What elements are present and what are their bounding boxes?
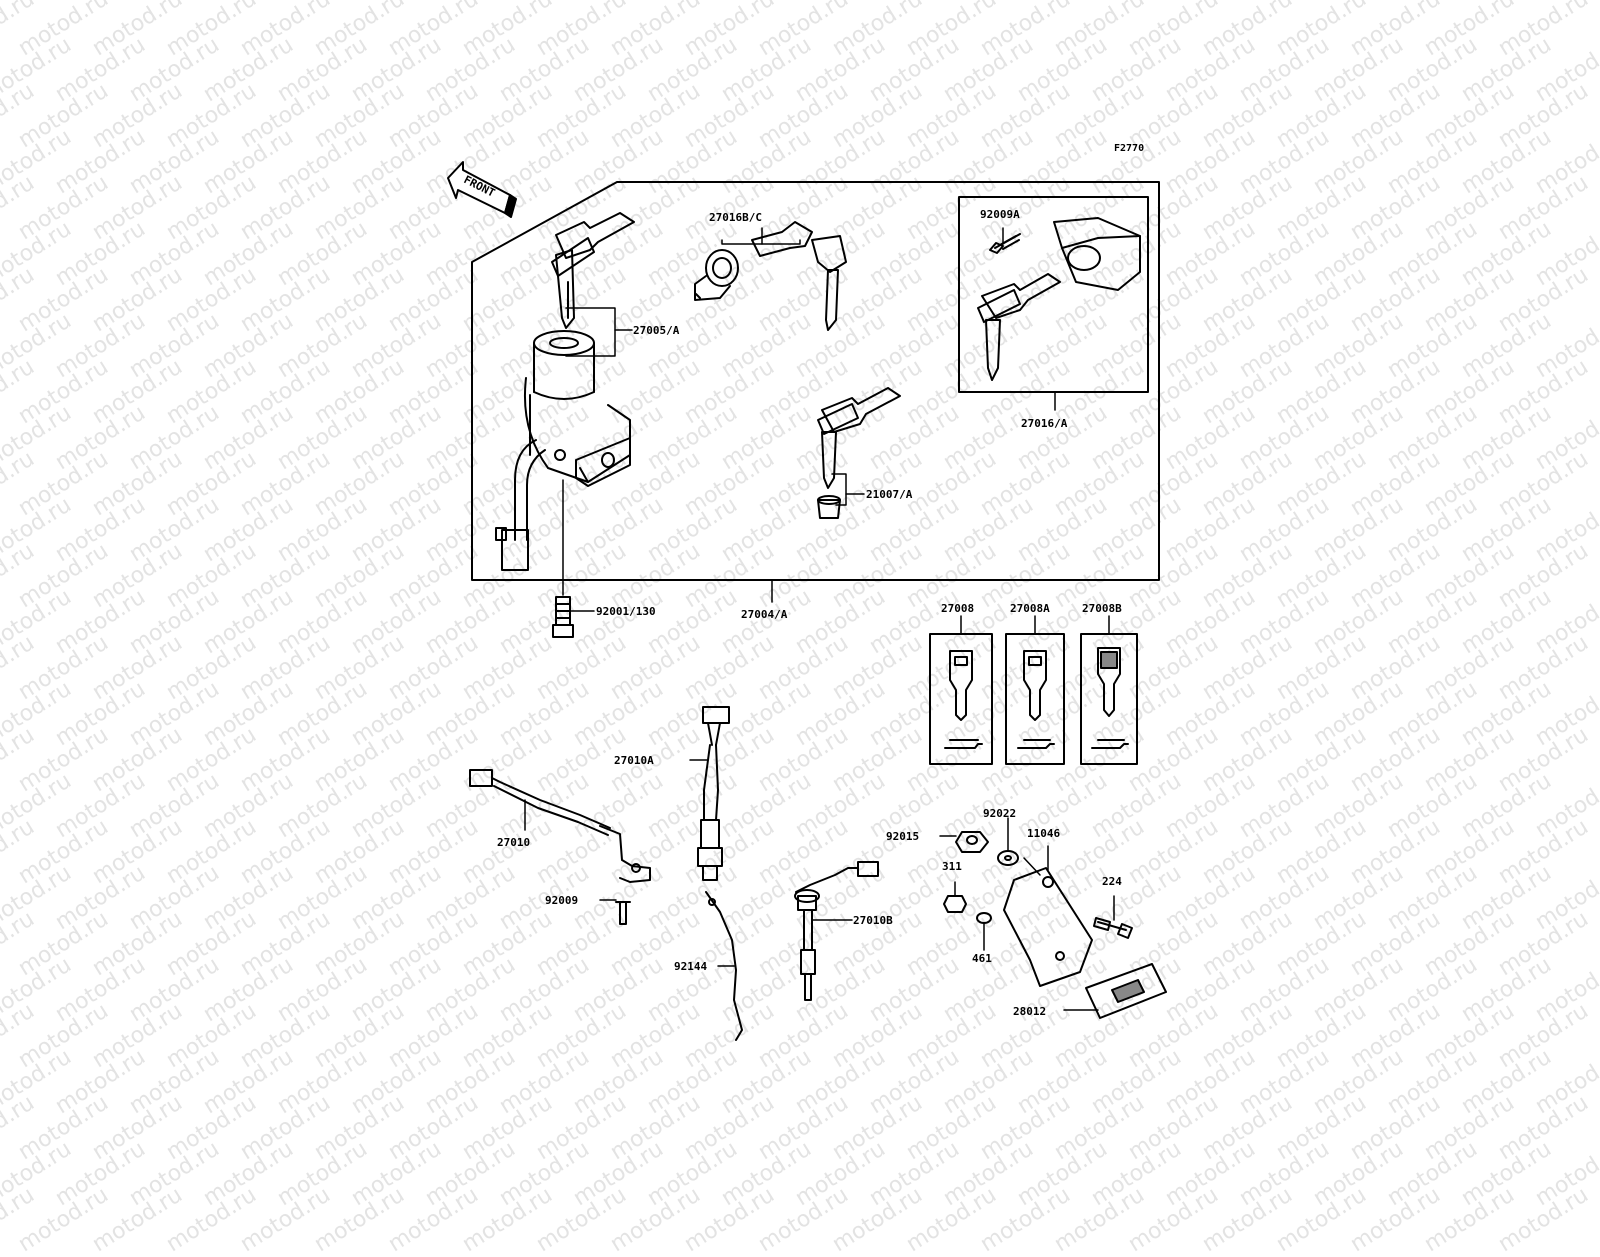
part-label-92009: 92009 — [545, 894, 578, 907]
key-blank-27008b — [1080, 615, 1138, 765]
front-arrow-icon: FRONT — [447, 161, 517, 218]
part-label-92001-130: 92001/130 — [596, 605, 656, 618]
figure-code: F2770 — [1114, 143, 1144, 154]
part-label-21007a: 21007/A — [866, 488, 913, 501]
switch-icon-27010a — [689, 706, 730, 881]
helmet-lock-icon — [1053, 217, 1141, 291]
part-label-11046: 11046 — [1027, 827, 1060, 840]
cable-icon-27010 — [469, 769, 651, 883]
part-label-92022: 92022 — [983, 807, 1016, 820]
part-label-27004a: 27004/A — [741, 608, 788, 621]
exploded-parts-diagram: F2770 FRONT — [447, 143, 1167, 1041]
part-label-27010b: 27010B — [853, 914, 893, 927]
key-icon-27016 — [977, 273, 1061, 381]
nut-icon-92015 — [939, 831, 989, 853]
part-label-27008: 27008 — [941, 602, 974, 615]
label-plate-icon-28012 — [1063, 963, 1167, 1019]
part-label-27008b: 27008B — [1082, 602, 1122, 615]
bracket-icon-11046 — [1003, 845, 1093, 987]
key-blank-27008a — [1005, 615, 1065, 765]
kit-outline-27016 — [958, 196, 1149, 393]
part-label-92144: 92144 — [674, 960, 707, 973]
part-label-27005a: 27005/A — [633, 324, 680, 337]
part-label-28012: 28012 — [1013, 1005, 1046, 1018]
washer-icon-92022 — [997, 817, 1019, 866]
seat-lock-icon — [694, 249, 739, 301]
part-label-461: 461 — [972, 952, 992, 965]
nut-icon-311 — [943, 881, 967, 913]
ignition-switch-icon — [495, 330, 631, 571]
part-label-27016a: 27016/A — [1021, 417, 1068, 430]
part-label-27016bc: 27016B/C — [709, 211, 762, 224]
bolt-icon-92001 — [552, 596, 574, 638]
washer-icon-461 — [976, 912, 992, 951]
key-blank-27008 — [929, 615, 993, 765]
part-label-311: 311 — [942, 860, 962, 873]
leader-lines-top — [562, 227, 1056, 612]
switch-icon-27010b — [794, 861, 879, 1001]
part-label-92009a: 92009A — [980, 208, 1020, 221]
part-label-224: 224 — [1102, 875, 1122, 888]
bolt-icon-224 — [1093, 895, 1133, 939]
part-label-27010: 27010 — [497, 836, 530, 849]
key-icon-27005 — [551, 212, 635, 329]
key-icon-27016bc — [751, 221, 847, 331]
part-label-92015: 92015 — [886, 830, 919, 843]
screw-icon-92009 — [599, 899, 631, 925]
part-label-27008a: 27008A — [1010, 602, 1050, 615]
key-icon-21007 — [817, 387, 901, 519]
part-label-27010a: 27010A — [614, 754, 654, 767]
screw-icon-92009a — [989, 233, 1021, 254]
kit-outline-27004 — [471, 181, 1160, 581]
wire-icon-92144 — [705, 891, 743, 1041]
